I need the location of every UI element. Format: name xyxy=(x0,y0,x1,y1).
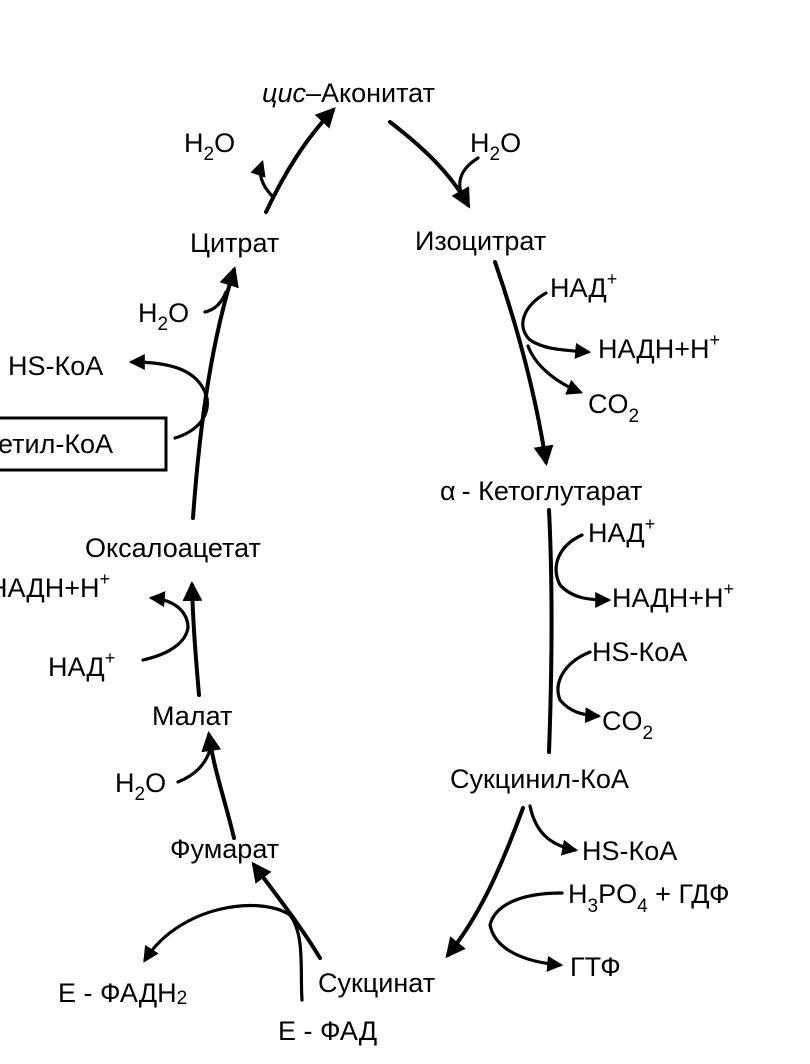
nadh-label-1: НАДН+Н+ xyxy=(598,330,720,364)
nad-to-nadh-arrow-1 xyxy=(521,291,592,359)
water-label-top-left: H2O xyxy=(184,128,235,165)
fad-to-fadh2-arrow xyxy=(143,903,304,1002)
isocitrate-to-ketoglutarate-arrow xyxy=(493,260,554,466)
coa-release-arrow xyxy=(528,804,579,856)
fumarate-to-malate-arrow xyxy=(201,731,236,840)
acetyl-coa-box xyxy=(0,416,168,472)
aconitate-to-isocitrate-arrow xyxy=(388,120,470,209)
nad-label-2: НАД+ xyxy=(588,514,655,548)
citrate-label: Цитрат xyxy=(190,228,279,258)
succinate-to-fumarate-arrow xyxy=(251,861,322,960)
nadh-label-3: НАДН+Н+ xyxy=(0,569,110,603)
nad-to-nadh-arrow-3 xyxy=(141,591,190,662)
isocitrate-label: Изоцитрат xyxy=(415,226,546,256)
succinylcoa-to-succinate-arrow xyxy=(445,806,525,959)
nad-label-1: НАД+ xyxy=(550,269,617,303)
acetylcoa-to-coa-arrow xyxy=(128,354,209,440)
water-release-arrow-top-left xyxy=(250,159,274,198)
cis-aconitate-label: цис–Аконитат xyxy=(262,78,435,108)
nad-label-3: НАД+ xyxy=(48,648,115,682)
e-fadh2-label: E - ФАДН2 xyxy=(58,978,187,1009)
oxaloacetate-label: Оксалоацетат xyxy=(85,533,261,563)
co2-release-arrow-1 xyxy=(526,344,583,395)
hs-coa-label-right: HS-КоА xyxy=(592,637,687,667)
phosphate-gdp-label: H3PO4 + ГДФ xyxy=(568,879,729,917)
ketoglutarate-to-succinylcoa-line xyxy=(547,508,554,754)
water-uptake-arrow-citrate xyxy=(203,290,228,314)
malate-to-oxaloacetate-arrow xyxy=(182,581,203,697)
water-label-top-right: H2O xyxy=(470,128,521,165)
fumarate-label: Фумарат xyxy=(170,834,279,864)
malate-label: Малат xyxy=(152,701,232,731)
water-uptake-arrow-top-right xyxy=(458,156,480,198)
acetyl-coa-label: етил-КоА xyxy=(0,429,113,459)
water-uptake-arrow-malate xyxy=(176,748,212,784)
co2-label-1: CO2 xyxy=(588,389,639,427)
succinate-label: Сукцинат xyxy=(318,968,435,998)
e-fad-label: E - ФАД xyxy=(278,1016,377,1046)
nad-to-nadh-arrow-2 xyxy=(554,533,612,608)
water-label-citrate: H2O xyxy=(138,298,189,335)
hs-coa-label-left: HS-КоА xyxy=(8,351,103,381)
gtp-label: ГТФ xyxy=(570,952,621,982)
water-label-malate: H2O xyxy=(115,768,166,805)
nadh-label-2: НАДН+Н+ xyxy=(612,579,734,613)
hs-coa-label-bottom-right: HS-КоА xyxy=(582,836,677,866)
alpha-ketoglutarate-label: α- Кетоглутарат xyxy=(440,476,642,506)
coa-to-co2-arrow xyxy=(556,650,602,724)
co2-label-2: CO2 xyxy=(602,706,653,744)
phosphate-to-gtp-arrow xyxy=(488,891,564,972)
succinyl-coa-label: Сукцинил-КоА xyxy=(450,764,629,794)
oxaloacetate-to-citrate-arrow xyxy=(191,266,239,520)
citrate-to-aconitate-arrow xyxy=(264,107,336,214)
